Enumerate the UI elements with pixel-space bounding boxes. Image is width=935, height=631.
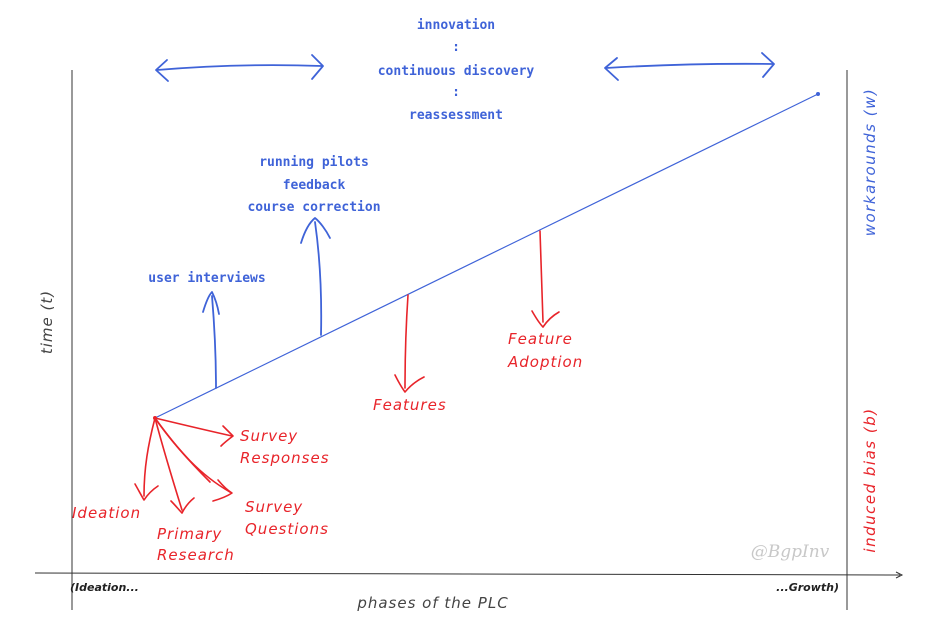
label-user-interviews: user interviews	[148, 271, 265, 286]
ideation-arrow	[134, 417, 159, 501]
label-survey-questions-1: Survey	[245, 498, 303, 516]
x-axis-arrowhead	[895, 571, 904, 579]
label-feature: Feature	[508, 330, 573, 348]
survey-responses-arrow	[154, 417, 234, 447]
label-adoption: Adoption	[507, 353, 583, 371]
header-reassessment: reassessment	[409, 108, 503, 123]
trend-line-endpoint	[816, 92, 820, 96]
label-ideation: Ideation	[72, 504, 141, 522]
feature-adoption-arrow	[531, 230, 560, 328]
x-axis-end-label: ...Growth)	[776, 581, 839, 594]
fan-extra-stroke	[154, 417, 211, 483]
label-running-pilots: running pilots	[259, 155, 369, 170]
label-survey-responses-1: Survey	[240, 427, 298, 445]
left-double-arrow	[155, 54, 324, 82]
label-primary: Primary	[157, 525, 222, 543]
features-arrow	[394, 294, 425, 393]
label-course-correction: course correction	[247, 200, 380, 215]
header-separator-1: :	[452, 40, 460, 55]
x-axis-start-label: (Ideation...	[70, 581, 139, 594]
label-survey-responses-2: Responses	[240, 449, 330, 467]
trend-line	[154, 93, 819, 419]
pilots-arrow	[300, 217, 331, 336]
user-interviews-arrow	[202, 291, 220, 389]
right-axis-workarounds-label: workarounds (w)	[861, 88, 879, 236]
watermark: @BgpInv	[751, 542, 830, 562]
header-continuous-discovery: continuous discovery	[378, 64, 535, 79]
right-double-arrow	[604, 52, 775, 81]
primary-research-arrow	[154, 417, 195, 514]
y-axis-label: time (t)	[38, 290, 56, 354]
label-research: Research	[157, 546, 235, 564]
label-feedback: feedback	[283, 178, 346, 193]
label-features: Features	[373, 396, 447, 414]
x-axis	[34, 572, 901, 576]
right-axis-induced-bias-label: induced bias (b)	[861, 407, 879, 552]
x-axis-label: phases of the PLC	[356, 594, 508, 612]
label-survey-questions-2: Questions	[245, 520, 329, 538]
header-innovation: innovation	[417, 18, 495, 33]
header-separator-2: :	[452, 85, 460, 100]
